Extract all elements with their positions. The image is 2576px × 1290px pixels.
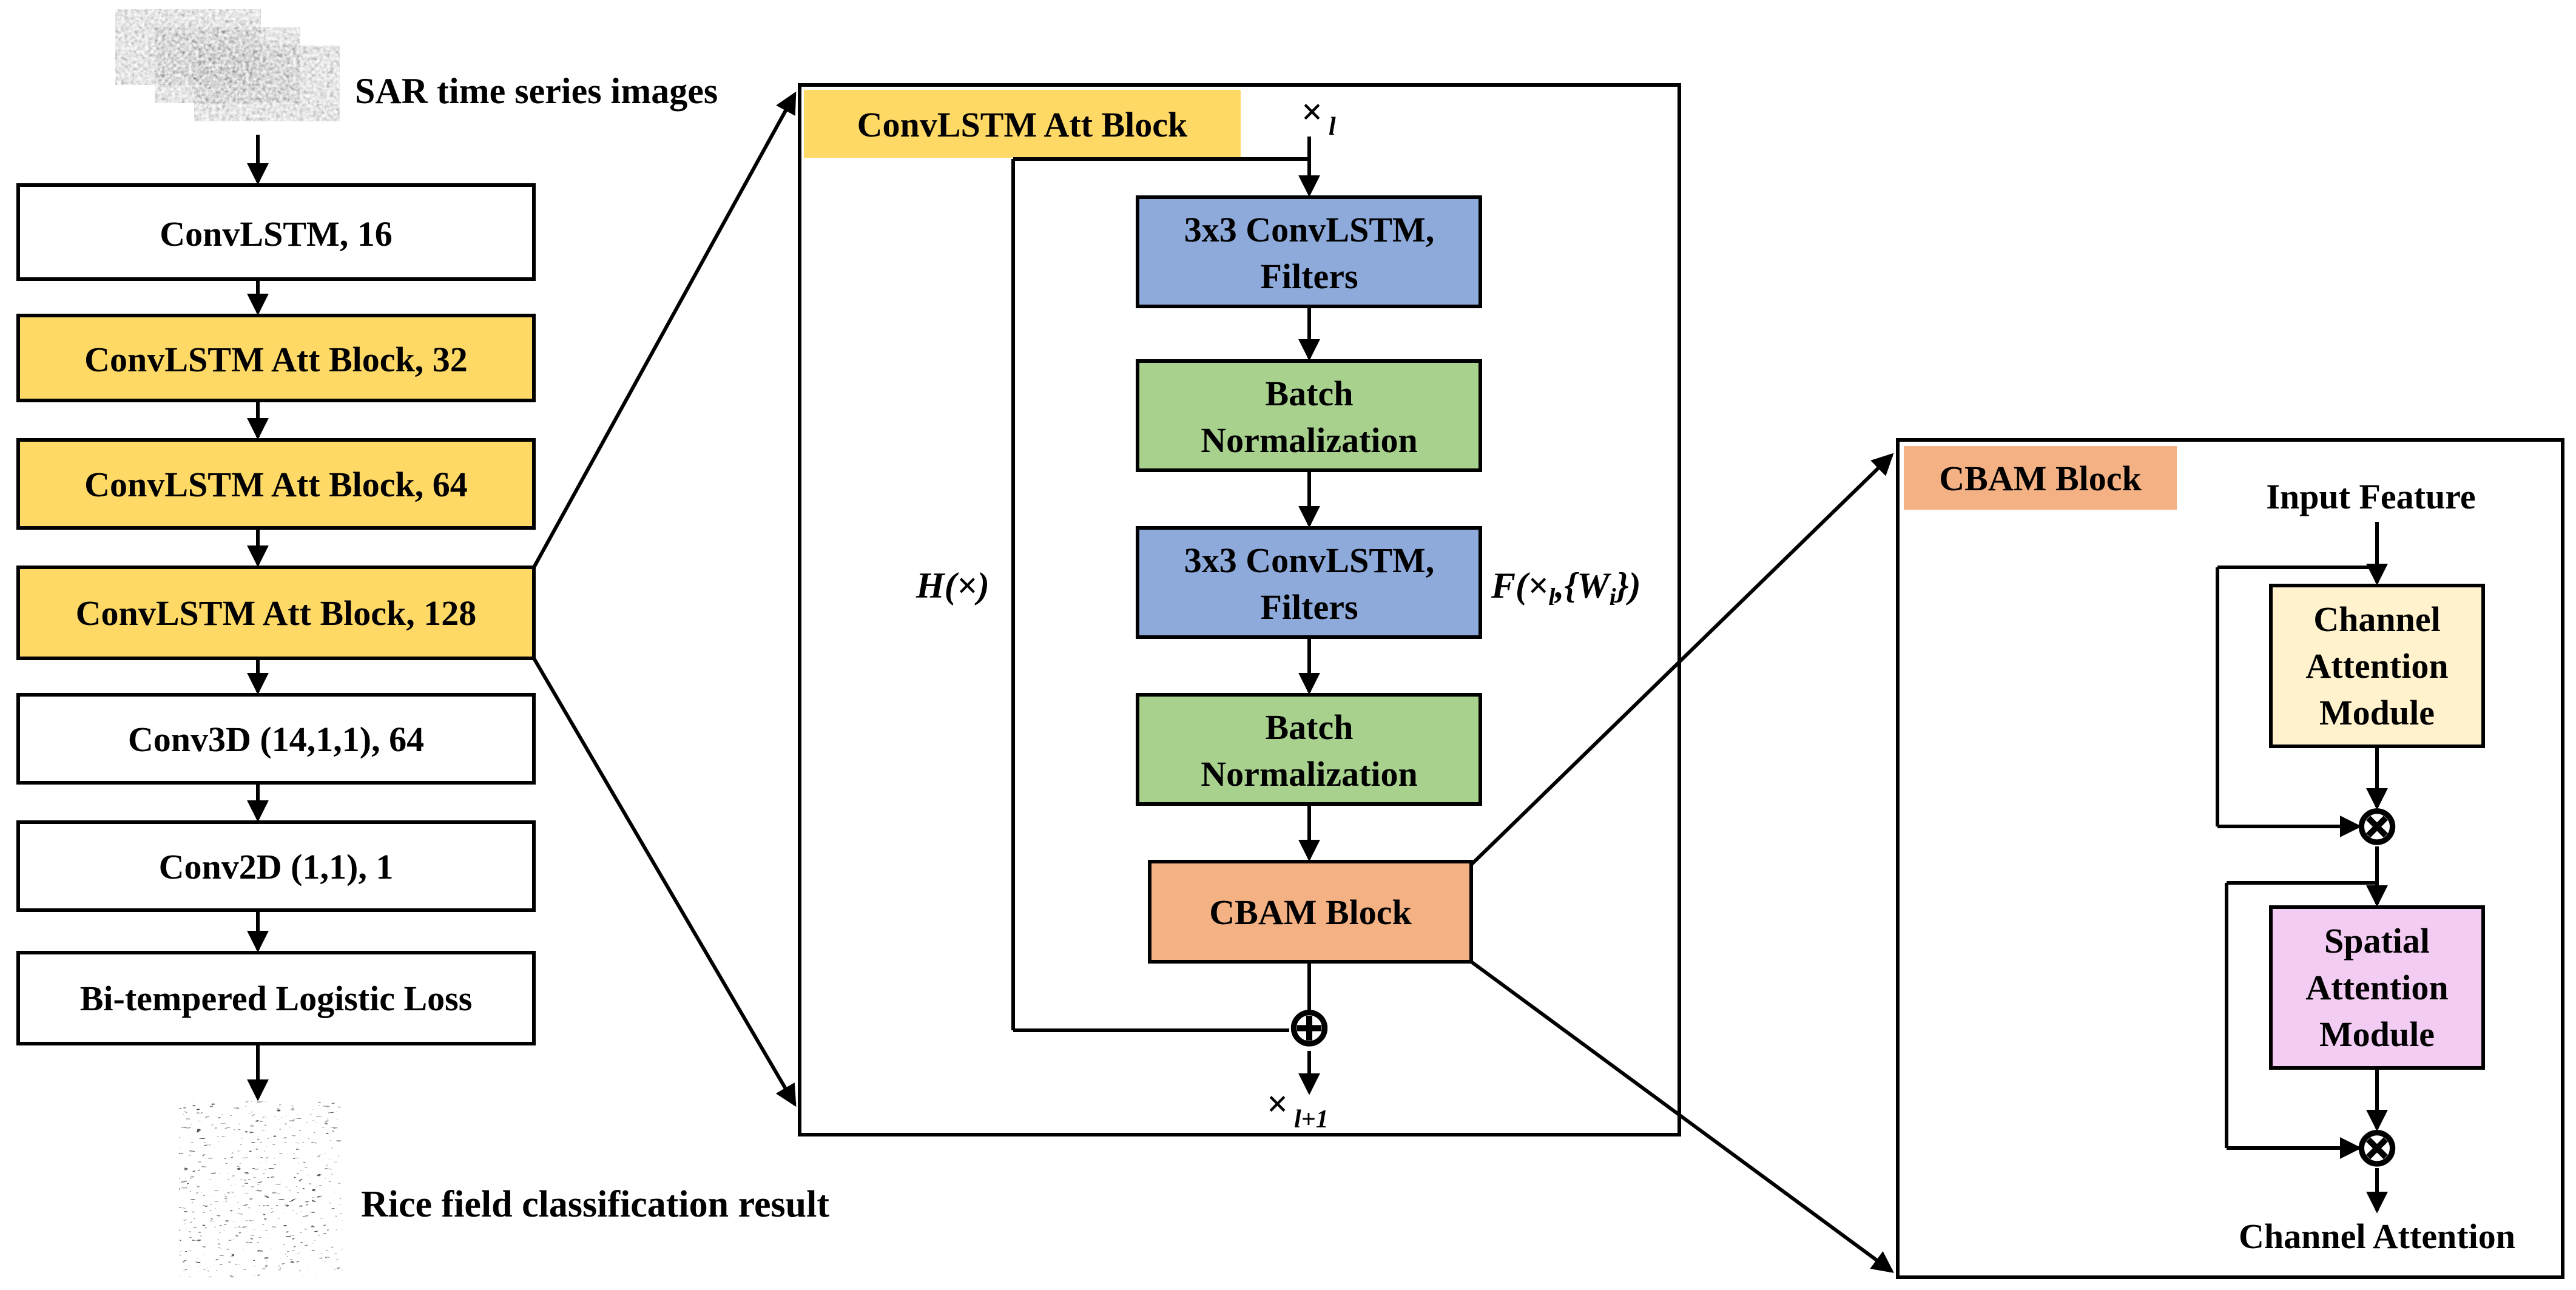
att-box-line: Normalization: [1201, 420, 1418, 460]
block-att-32: ConvLSTM Att Block, 32: [16, 314, 536, 402]
att-box: [1136, 359, 1482, 472]
output-label: Rice field classification result: [361, 1184, 829, 1225]
block-loss: Bi-tempered Logistic Loss: [16, 951, 536, 1045]
att-box-bn-2: Batch Normalization: [1136, 693, 1482, 806]
att-box-line: 3x3 ConvLSTM,: [1184, 541, 1435, 580]
att-sum-symbol: ⊕: [1287, 998, 1332, 1057]
block-att-64: ConvLSTM Att Block, 64: [16, 438, 536, 530]
att-block-title: ConvLSTM Att Block: [857, 105, 1188, 144]
multiply-symbol-1: ⊗: [2355, 797, 2399, 856]
att-box: [1148, 860, 1473, 964]
cbam-input-label: Input Feature: [2266, 477, 2475, 516]
block-box: [16, 314, 536, 402]
att-box-bn-1: Batch Normalization: [1136, 359, 1482, 472]
cbam-module-box: [2269, 584, 2485, 748]
cbam-module-line: Module: [2319, 693, 2435, 732]
block-box: [16, 693, 536, 785]
left-blocks: ConvLSTM, 16 ConvLSTM Att Block, 32 Conv…: [16, 183, 536, 1101]
att-box-line: Filters: [1260, 257, 1358, 296]
block-conv3d: Conv3D (14,1,1), 64: [16, 693, 536, 785]
block-label: Conv2D (1,1), 1: [159, 847, 394, 886]
att-box-line: Batch: [1266, 374, 1354, 413]
att-box-cbam: CBAM Block: [1148, 860, 1473, 964]
spatial-attention-module: Spatial Attention Module: [2269, 905, 2485, 1070]
skip-connection-label: H(×): [915, 566, 990, 606]
block-att-128: ConvLSTM Att Block, 128: [16, 566, 536, 660]
zoom-line-cbam-top: [1469, 453, 1894, 866]
block-label: ConvLSTM Att Block, 64: [84, 465, 468, 504]
cbam-module-line: Module: [2319, 1015, 2435, 1054]
block-conv2d: Conv2D (1,1), 1: [16, 820, 536, 912]
cbam-module-line: Attention: [2305, 968, 2448, 1007]
att-box-convlstm-2: 3x3 ConvLSTM, Filters: [1136, 526, 1482, 639]
att-block-title-bg: [804, 90, 1241, 158]
sar-image-frame-3: [194, 46, 340, 121]
att-block-panel: [798, 83, 1681, 1136]
att-box: [1136, 195, 1482, 308]
residual-mid: ,{W: [1554, 566, 1611, 606]
classification-result-image: [179, 1101, 343, 1277]
att-output-symbol: ×: [1267, 1084, 1288, 1125]
block-box: [16, 951, 536, 1045]
cbam-module-line: Attention: [2305, 646, 2448, 686]
residual-sub2: i: [1610, 583, 1616, 610]
block-box: [16, 438, 536, 530]
att-box-line: CBAM Block: [1209, 893, 1412, 932]
cbam-title-bg: [1904, 446, 2177, 510]
block-label: ConvLSTM Att Block, 32: [84, 340, 468, 379]
att-box-line: 3x3 ConvLSTM,: [1184, 210, 1435, 249]
cbam-title: CBAM Block: [1939, 459, 2142, 498]
att-box: [1136, 526, 1482, 639]
block-label: Bi-tempered Logistic Loss: [80, 979, 473, 1018]
channel-attention-module: Channel Attention Module: [2269, 584, 2485, 748]
cbam-panel: [1896, 438, 2564, 1279]
block-label: ConvLSTM, 16: [160, 214, 393, 254]
zoom-line-cbam-bottom: [1470, 960, 1894, 1273]
cbam-module-line: Channel: [2313, 599, 2441, 639]
att-box-line: Filters: [1260, 587, 1358, 627]
att-output-sub: l+1: [1294, 1106, 1329, 1133]
block-box: [16, 566, 536, 660]
block-convlstm-16: ConvLSTM, 16: [16, 183, 536, 281]
att-box: [1136, 693, 1482, 806]
cbam-module-line: Spatial: [2324, 921, 2430, 961]
residual-sub1: l: [1548, 583, 1556, 610]
multiply-symbol-2: ⊗: [2355, 1118, 2399, 1177]
att-box-line: Normalization: [1201, 754, 1418, 794]
block-label: ConvLSTM Att Block, 128: [76, 593, 477, 633]
block-label: Conv3D (14,1,1), 64: [128, 720, 424, 759]
att-box-line: Batch: [1266, 707, 1354, 747]
zoom-line-top: [532, 91, 797, 569]
cbam-module-box: [2269, 905, 2485, 1070]
att-input-symbol: ×: [1301, 92, 1323, 133]
residual-end: }): [1614, 566, 1641, 606]
cbam-output-label: Channel Attention: [2239, 1217, 2515, 1256]
block-box: [16, 183, 536, 281]
att-box-convlstm-1: 3x3 ConvLSTM, Filters: [1136, 195, 1482, 308]
sar-input-label: SAR time series images: [355, 71, 718, 111]
zoom-line-bottom: [532, 657, 797, 1107]
residual-function-label: F(×l,{Wi}): [1491, 566, 1641, 610]
residual-main: F(×: [1491, 566, 1548, 606]
block-box: [16, 820, 536, 912]
sar-image-stack: [115, 9, 340, 121]
att-input-sub: l: [1329, 113, 1336, 141]
